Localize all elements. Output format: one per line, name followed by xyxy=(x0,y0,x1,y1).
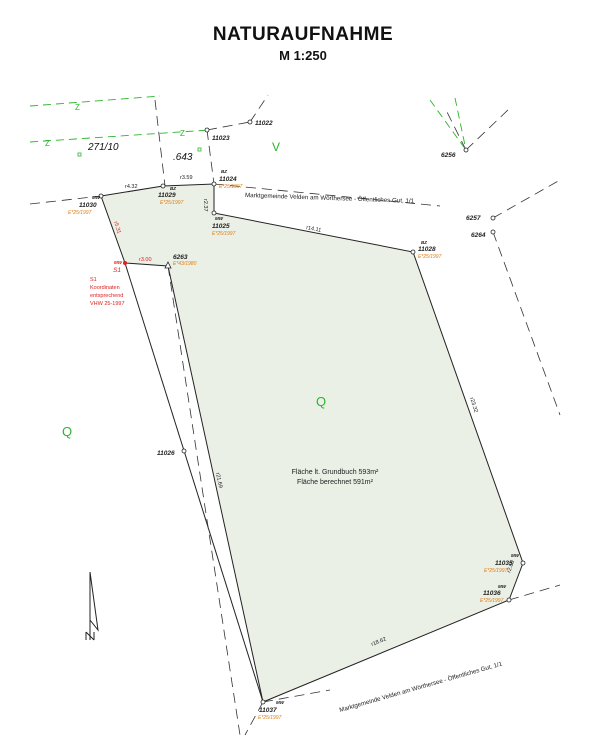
area-grundbuch: Fläche lt. Grundbuch 593m² xyxy=(292,469,379,476)
distance-label: r2.37 xyxy=(202,199,208,212)
point-ref: E*25/1997 xyxy=(219,184,243,190)
point-number: 11035 xyxy=(495,560,513,567)
parcel-number: 271/10 xyxy=(87,142,119,153)
strip-boundary xyxy=(124,262,264,703)
point-ref: E*25/1997 xyxy=(258,715,282,721)
point-marker xyxy=(260,699,266,705)
point-number: 6264 xyxy=(471,232,486,239)
point-marker xyxy=(506,597,512,603)
usage-q-label: Q xyxy=(316,394,326,409)
point-mark: BZ xyxy=(170,186,176,191)
point-ref: E*43/1980 xyxy=(173,261,197,267)
point-number: 6256 xyxy=(441,152,456,159)
point-mark: MW xyxy=(276,700,285,705)
s1-marker xyxy=(123,261,127,265)
point-numbers: 11030 11029 11024 11025 11028 11035 1103… xyxy=(79,120,513,714)
point-number: 11022 xyxy=(255,120,273,127)
neighbour-boundaries xyxy=(29,94,561,736)
s1-note: S1 Koordinaten entsprechend VHW 25-1997 xyxy=(90,277,125,307)
usage-v-label: V xyxy=(272,140,280,154)
point-number: 11029 xyxy=(158,192,176,199)
landuse-lines xyxy=(29,95,467,151)
point-mark: MW xyxy=(498,584,507,589)
distance-label: r2.66 xyxy=(506,560,516,574)
distance-label: r4.32 xyxy=(125,184,138,190)
point-marker xyxy=(247,119,253,125)
point-marker xyxy=(204,127,210,133)
point-marker xyxy=(160,183,166,189)
landuse-mark: Z xyxy=(45,139,50,148)
landuse-mark: Z xyxy=(75,103,80,112)
road-label-bottom: Marktgemeinde Velden am Wörthersee - Öff… xyxy=(339,660,504,713)
point-marker xyxy=(490,229,496,235)
point-number: 11023 xyxy=(212,135,230,142)
point-marker xyxy=(463,147,469,153)
north-arrow-icon xyxy=(85,571,99,641)
point-mark: BZ xyxy=(421,240,427,245)
usage-q-label-left: Q xyxy=(62,424,72,439)
point-ref: E*25/1997 xyxy=(212,231,236,237)
point-number: 11036 xyxy=(483,590,501,597)
point-marker xyxy=(520,560,526,566)
s1-note-line: VHW 25-1997 xyxy=(90,301,125,307)
point-number: 11030 xyxy=(79,202,97,209)
point-number: 6257 xyxy=(466,215,481,222)
s1-mark: MW xyxy=(114,260,123,265)
landuse-mark: Z xyxy=(180,129,185,138)
point-mark: MW xyxy=(215,216,224,221)
distance-labels: r4.32 r3.59 r2.37 r14.11 r23.32 r2.66 r1… xyxy=(125,175,516,648)
distance-label: r21.69 xyxy=(214,472,223,489)
s1-note-line: entsprechend xyxy=(90,293,123,299)
point-number: 11024 xyxy=(219,176,237,183)
s1-note-line: S1 xyxy=(90,277,97,283)
distance-label-red: r5.31 xyxy=(112,221,122,235)
map-title: NATURAUFNAHME xyxy=(212,24,394,45)
road-label-top: Marktgemeinde Velden am Wörthersee - Öff… xyxy=(245,192,415,205)
point-marker xyxy=(211,181,217,187)
point-ref: E*25/1997 xyxy=(484,568,508,574)
distance-label-red: r3.00 xyxy=(139,257,152,263)
parcel-area xyxy=(100,183,524,703)
map-scale: M 1:250 xyxy=(279,48,327,63)
distance-label: r3.59 xyxy=(180,175,193,181)
point-symbols xyxy=(98,119,526,705)
point-ref: E*25/1997 xyxy=(160,200,184,206)
landuse-square xyxy=(77,152,82,157)
point-refs: E*25/1997 E*25/1997 E*25/1997 E*25/1997 … xyxy=(68,184,508,721)
distance-label: r23.32 xyxy=(468,397,479,414)
point-ref: E*25/1997 xyxy=(418,254,442,260)
point-mark: MW xyxy=(92,195,101,200)
point-number: 11026 xyxy=(157,450,175,457)
point-marker xyxy=(410,249,416,255)
point-marks: MW BZ BZ MW BZ MW MW MW xyxy=(92,169,520,705)
point-ref: E*25/1997 xyxy=(68,210,92,216)
parcel-number-643: .643 xyxy=(173,152,193,163)
point-marker xyxy=(181,448,187,454)
s1-label: S1 xyxy=(113,267,121,274)
distance-label: r18.62 xyxy=(371,636,388,647)
point-ref: E*25/1997 xyxy=(480,598,504,604)
point-number: 6263 xyxy=(173,254,188,261)
point-6263-marker xyxy=(164,261,172,269)
distance-label: r14.11 xyxy=(306,225,322,234)
point-mark: MW xyxy=(511,553,520,558)
point-number: 11025 xyxy=(212,223,230,230)
point-marker xyxy=(490,215,496,221)
area-berechnet: Fläche berechnet 591m² xyxy=(297,479,374,486)
point-mark: BZ xyxy=(221,169,227,174)
point-marker xyxy=(211,210,217,216)
point-marker xyxy=(98,193,104,199)
point-number: 11028 xyxy=(418,246,436,253)
s1-note-line: Koordinaten xyxy=(90,285,120,291)
point-number: 11037 xyxy=(259,707,277,714)
landuse-square xyxy=(197,147,202,152)
